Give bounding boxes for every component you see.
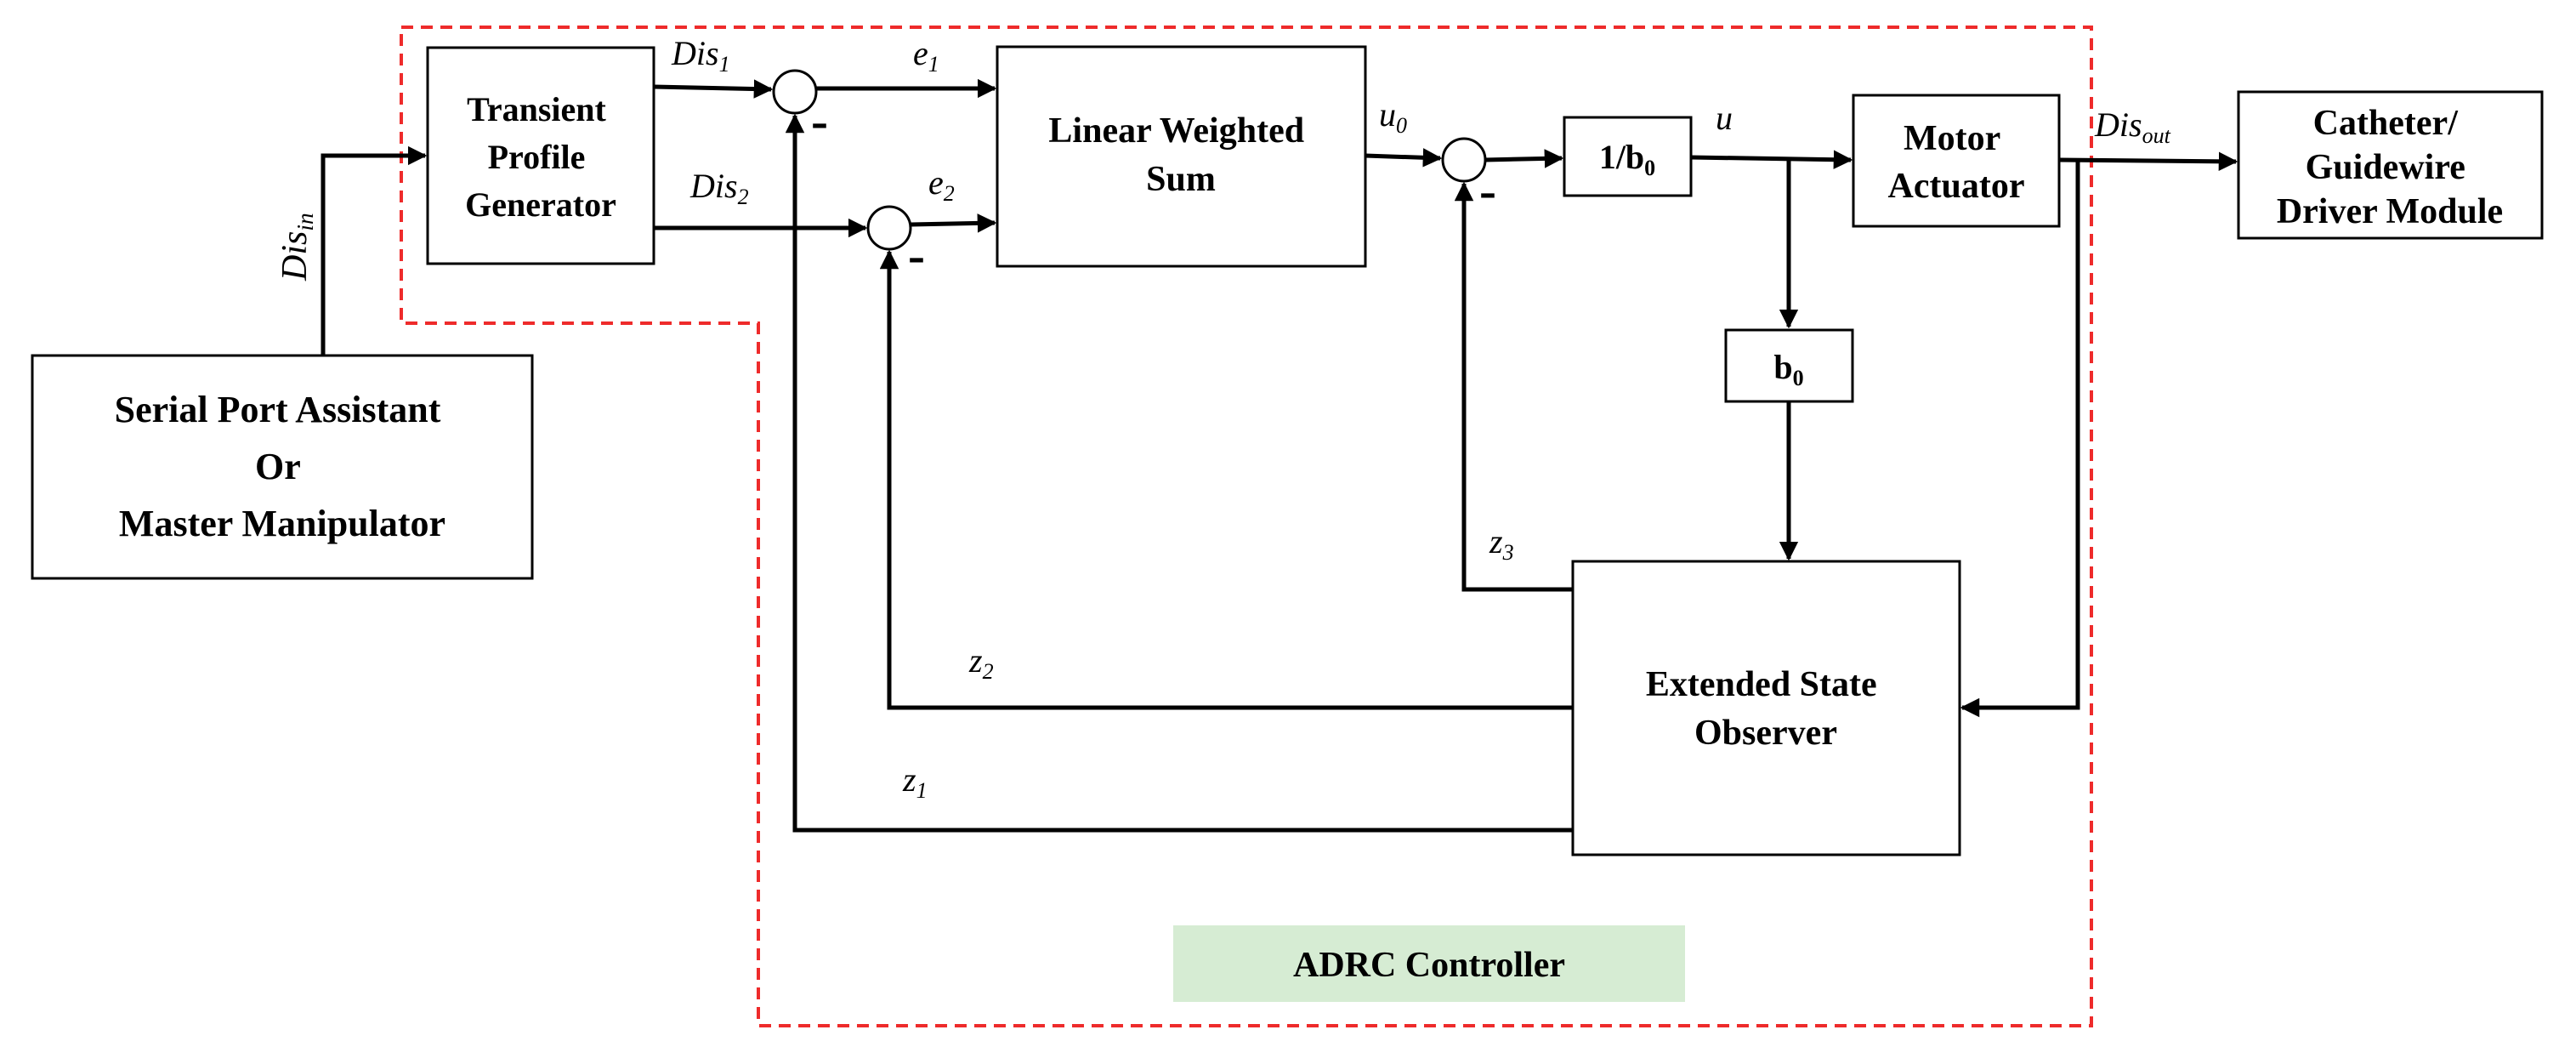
motor-actuator-label: Motor Actuator [1888, 119, 2025, 206]
serial-port-assistant-block [31, 354, 534, 580]
sum-junction-1 [772, 69, 818, 115]
wire-output-feedback [1960, 162, 2080, 718]
minus-sign-3: - [1479, 162, 1496, 219]
wire-e2 [910, 213, 997, 233]
minus-sign-1: - [811, 93, 828, 149]
motor-actuator-block [1852, 94, 2061, 228]
wire-u [1690, 150, 1853, 169]
label-z2: z2 [968, 641, 994, 684]
inverse-gain-block [1563, 116, 1693, 197]
minus-sign-2: - [908, 227, 925, 283]
label-dis-out: Disout [2094, 105, 2171, 148]
extended-state-observer-block [1571, 560, 1961, 856]
extended-state-observer-label: Extended State Observer [1646, 665, 1886, 753]
signal-wires [321, 78, 2238, 833]
transient-profile-generator-label: Transient Profile Generator [465, 90, 616, 224]
label-u0: u0 [1379, 95, 1407, 138]
label-dis2: Dis2 [689, 167, 749, 209]
catheter-guidewire-driver-label: Catheter/ Guidewire Driver Module [2277, 104, 2503, 231]
wire-sum3-to-gain [1484, 149, 1564, 168]
inverse-gain-label: 1/b0 [1599, 138, 1655, 180]
b0-gain-label: b0 [1773, 348, 1803, 390]
wire-z1 [785, 113, 1573, 833]
controller-label-background [1173, 925, 1685, 1002]
wire-source-to-tpg [321, 145, 428, 356]
wire-dis1 [653, 79, 774, 99]
sum-junction-2 [866, 205, 912, 251]
label-dis1: Dis1 [671, 34, 730, 77]
linear-weighted-sum-label: Linear Weighted Sum [1048, 111, 1313, 199]
label-u: u [1716, 99, 1733, 137]
wire-z2 [879, 249, 1573, 710]
label-e2: e2 [928, 163, 955, 206]
wire-u0 [1365, 148, 1443, 168]
label-z1: z1 [902, 760, 928, 803]
adrc-controller-boundary [400, 26, 2093, 1027]
catheter-guidewire-driver-block [2237, 90, 2544, 240]
transient-profile-generator-block [426, 46, 655, 265]
b0-gain-block [1724, 328, 1854, 403]
linear-weighted-sum-block [996, 45, 1367, 268]
serial-port-assistant-label: Serial Port Assistant Or Master Manipula… [115, 389, 451, 544]
label-e1: e1 [913, 34, 939, 77]
label-dis-in: Disin [275, 213, 318, 282]
wire-dis-out [2058, 151, 2238, 172]
label-z3: z3 [1489, 522, 1514, 565]
wire-z3 [1454, 181, 1573, 592]
controller-label: ADRC Controller [1293, 946, 1565, 985]
